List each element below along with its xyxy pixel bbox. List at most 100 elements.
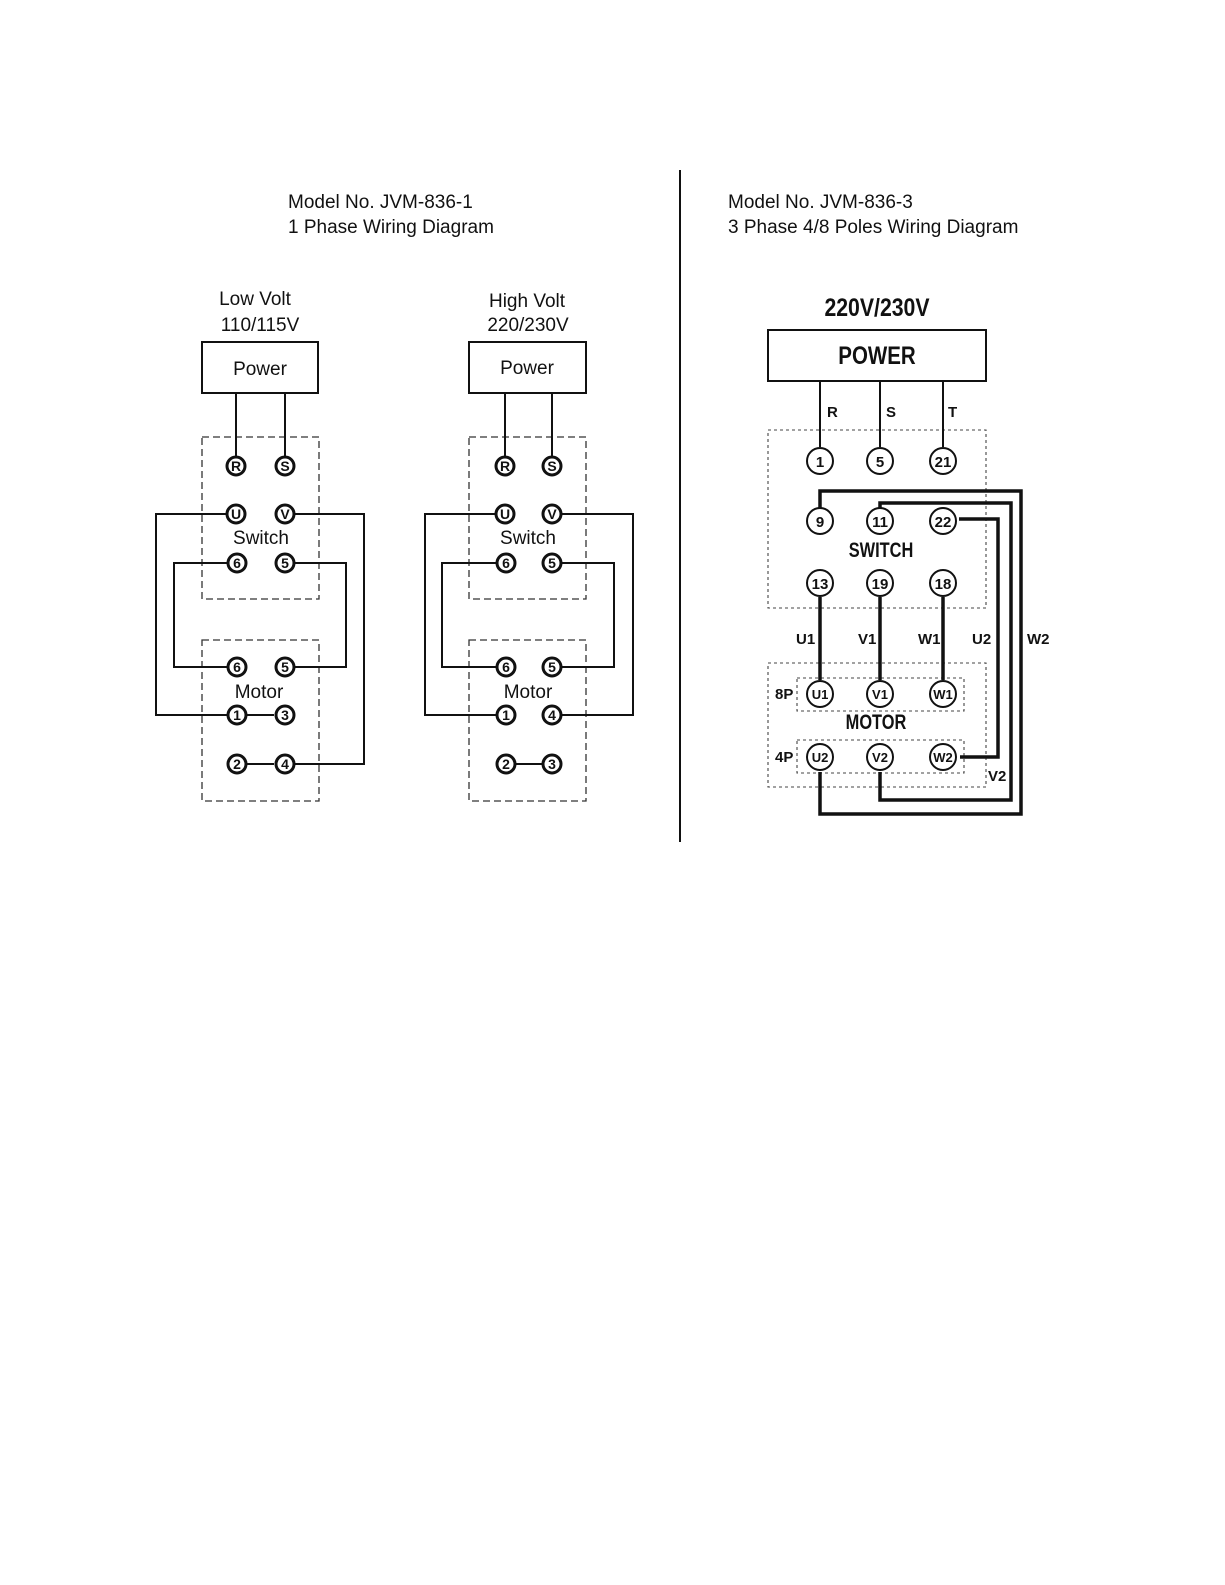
high-volt-terminal-s: S <box>541 455 563 477</box>
three-phase-motor-frame <box>767 662 987 788</box>
switch-terminal-9: 9 <box>806 507 834 535</box>
high-volt-motor-terminal-5: 5 <box>541 656 563 678</box>
low-volt-motor-terminal-6: 6 <box>226 656 248 678</box>
svg-text:S: S <box>547 458 556 474</box>
high-volt-label: High Volt <box>489 291 566 312</box>
low-volt-motor-terminal-1: 1 <box>226 704 248 726</box>
switch-terminal-13: 13 <box>806 569 834 597</box>
svg-text:22: 22 <box>935 514 952 531</box>
svg-text:U1: U1 <box>812 687 829 702</box>
low-volt-power-box <box>201 341 319 394</box>
svg-text:1: 1 <box>233 707 241 723</box>
model-1-phase: Model No. JVM-836-1 <box>288 192 473 213</box>
svg-text:W2: W2 <box>933 750 953 765</box>
svg-text:13: 13 <box>812 576 829 593</box>
svg-text:6: 6 <box>502 659 510 675</box>
motor-terminal-u2: U2 <box>806 743 834 771</box>
low-volt-power-label: Power <box>233 359 288 380</box>
motor-terminal-w2: W2 <box>929 743 957 771</box>
high-volt-terminal-u: U <box>494 503 516 525</box>
svg-text:3: 3 <box>281 707 289 723</box>
wire-label-w2: W2 <box>1027 631 1050 648</box>
high-volt-switch-terminal-5: 5 <box>541 552 563 574</box>
three-phase-wires <box>818 381 1023 816</box>
motor-terminal-w1: W1 <box>929 680 957 708</box>
high-volt-wires <box>424 393 634 765</box>
low-volt-switch-label: Switch <box>233 528 289 549</box>
svg-text:V: V <box>280 506 290 522</box>
switch-terminal-11: 11 <box>866 507 894 535</box>
line-label-t: T <box>948 404 957 421</box>
svg-text:S: S <box>280 458 289 474</box>
svg-text:5: 5 <box>281 659 289 675</box>
motor-terminal-u1: U1 <box>806 680 834 708</box>
three-phase-power-label: POWER <box>838 341 916 369</box>
low-volt-diagram: Low Volt 110/115V Power R S U V Switch 6 <box>155 289 365 802</box>
switch-terminal-21: 21 <box>929 447 957 475</box>
three-phase-power-box <box>767 329 987 382</box>
svg-text:R: R <box>500 458 510 474</box>
svg-text:5: 5 <box>548 555 556 571</box>
switch-terminal-5: 5 <box>866 447 894 475</box>
poles-4p-label: 4P <box>775 749 793 766</box>
subtitle-1-phase: 1 Phase Wiring Diagram <box>288 217 494 238</box>
panel-3-phase: Model No. JVM-836-3 3 Phase 4/8 Poles Wi… <box>728 192 1050 816</box>
low-volt-switch-terminal-6: 6 <box>226 552 248 574</box>
switch-terminal-18: 18 <box>929 569 957 597</box>
wire-label-u2: U2 <box>972 631 991 648</box>
high-volt-switch-label: Switch <box>500 528 556 549</box>
svg-text:6: 6 <box>233 555 241 571</box>
svg-text:1: 1 <box>816 454 824 471</box>
subtitle-3-phase: 3 Phase 4/8 Poles Wiring Diagram <box>728 217 1018 238</box>
line-label-s: S <box>886 404 896 421</box>
wire-label-v1: V1 <box>858 631 876 648</box>
svg-text:1: 1 <box>502 707 510 723</box>
low-volt-voltage: 110/115V <box>221 315 300 336</box>
high-volt-terminal-v: V <box>541 503 563 525</box>
svg-text:18: 18 <box>935 576 952 593</box>
low-volt-switch-frame <box>201 436 320 600</box>
svg-text:6: 6 <box>233 659 241 675</box>
wire-label-u1: U1 <box>796 631 815 648</box>
low-volt-wires <box>155 393 365 765</box>
svg-text:5: 5 <box>281 555 289 571</box>
svg-text:U2: U2 <box>812 750 829 765</box>
three-phase-motor-label: MOTOR <box>846 710 907 733</box>
high-volt-motor-terminal-6: 6 <box>495 656 517 678</box>
low-volt-terminal-u: U <box>225 503 247 525</box>
poles-8p-label: 8P <box>775 686 793 703</box>
svg-text:19: 19 <box>872 576 889 593</box>
high-volt-motor-frame <box>468 639 587 802</box>
svg-text:4: 4 <box>281 756 289 772</box>
svg-text:U: U <box>500 506 510 522</box>
switch-terminal-19: 19 <box>866 569 894 597</box>
svg-text:9: 9 <box>816 514 824 531</box>
svg-text:5: 5 <box>876 454 884 471</box>
svg-text:5: 5 <box>548 659 556 675</box>
motor-8p-frame <box>796 677 965 712</box>
switch-terminal-22: 22 <box>929 507 957 535</box>
high-volt-switch-terminal-6: 6 <box>495 552 517 574</box>
line-label-r: R <box>827 404 838 421</box>
low-volt-terminal-r: R <box>225 455 247 477</box>
low-volt-motor-terminal-2: 2 <box>226 753 248 775</box>
svg-text:R: R <box>231 458 241 474</box>
motor-terminal-v1: V1 <box>866 680 894 708</box>
high-volt-motor-label: Motor <box>504 682 553 703</box>
low-volt-motor-frame <box>201 639 320 802</box>
svg-text:3: 3 <box>548 756 556 772</box>
three-phase-switch-label: SWITCH <box>849 538 914 561</box>
svg-text:21: 21 <box>935 454 952 471</box>
high-volt-voltage: 220/230V <box>487 315 569 336</box>
svg-text:2: 2 <box>502 756 510 772</box>
svg-text:V1: V1 <box>872 687 888 702</box>
wire-label-v2: V2 <box>988 768 1006 785</box>
three-phase-voltage: 220V/230V <box>824 293 930 321</box>
high-volt-motor-terminal-1: 1 <box>495 704 517 726</box>
low-volt-switch-terminal-5: 5 <box>274 552 296 574</box>
wire-label-w1: W1 <box>918 631 941 648</box>
low-volt-terminal-v: V <box>274 503 296 525</box>
low-volt-motor-label: Motor <box>235 682 284 703</box>
svg-text:W1: W1 <box>933 687 953 702</box>
